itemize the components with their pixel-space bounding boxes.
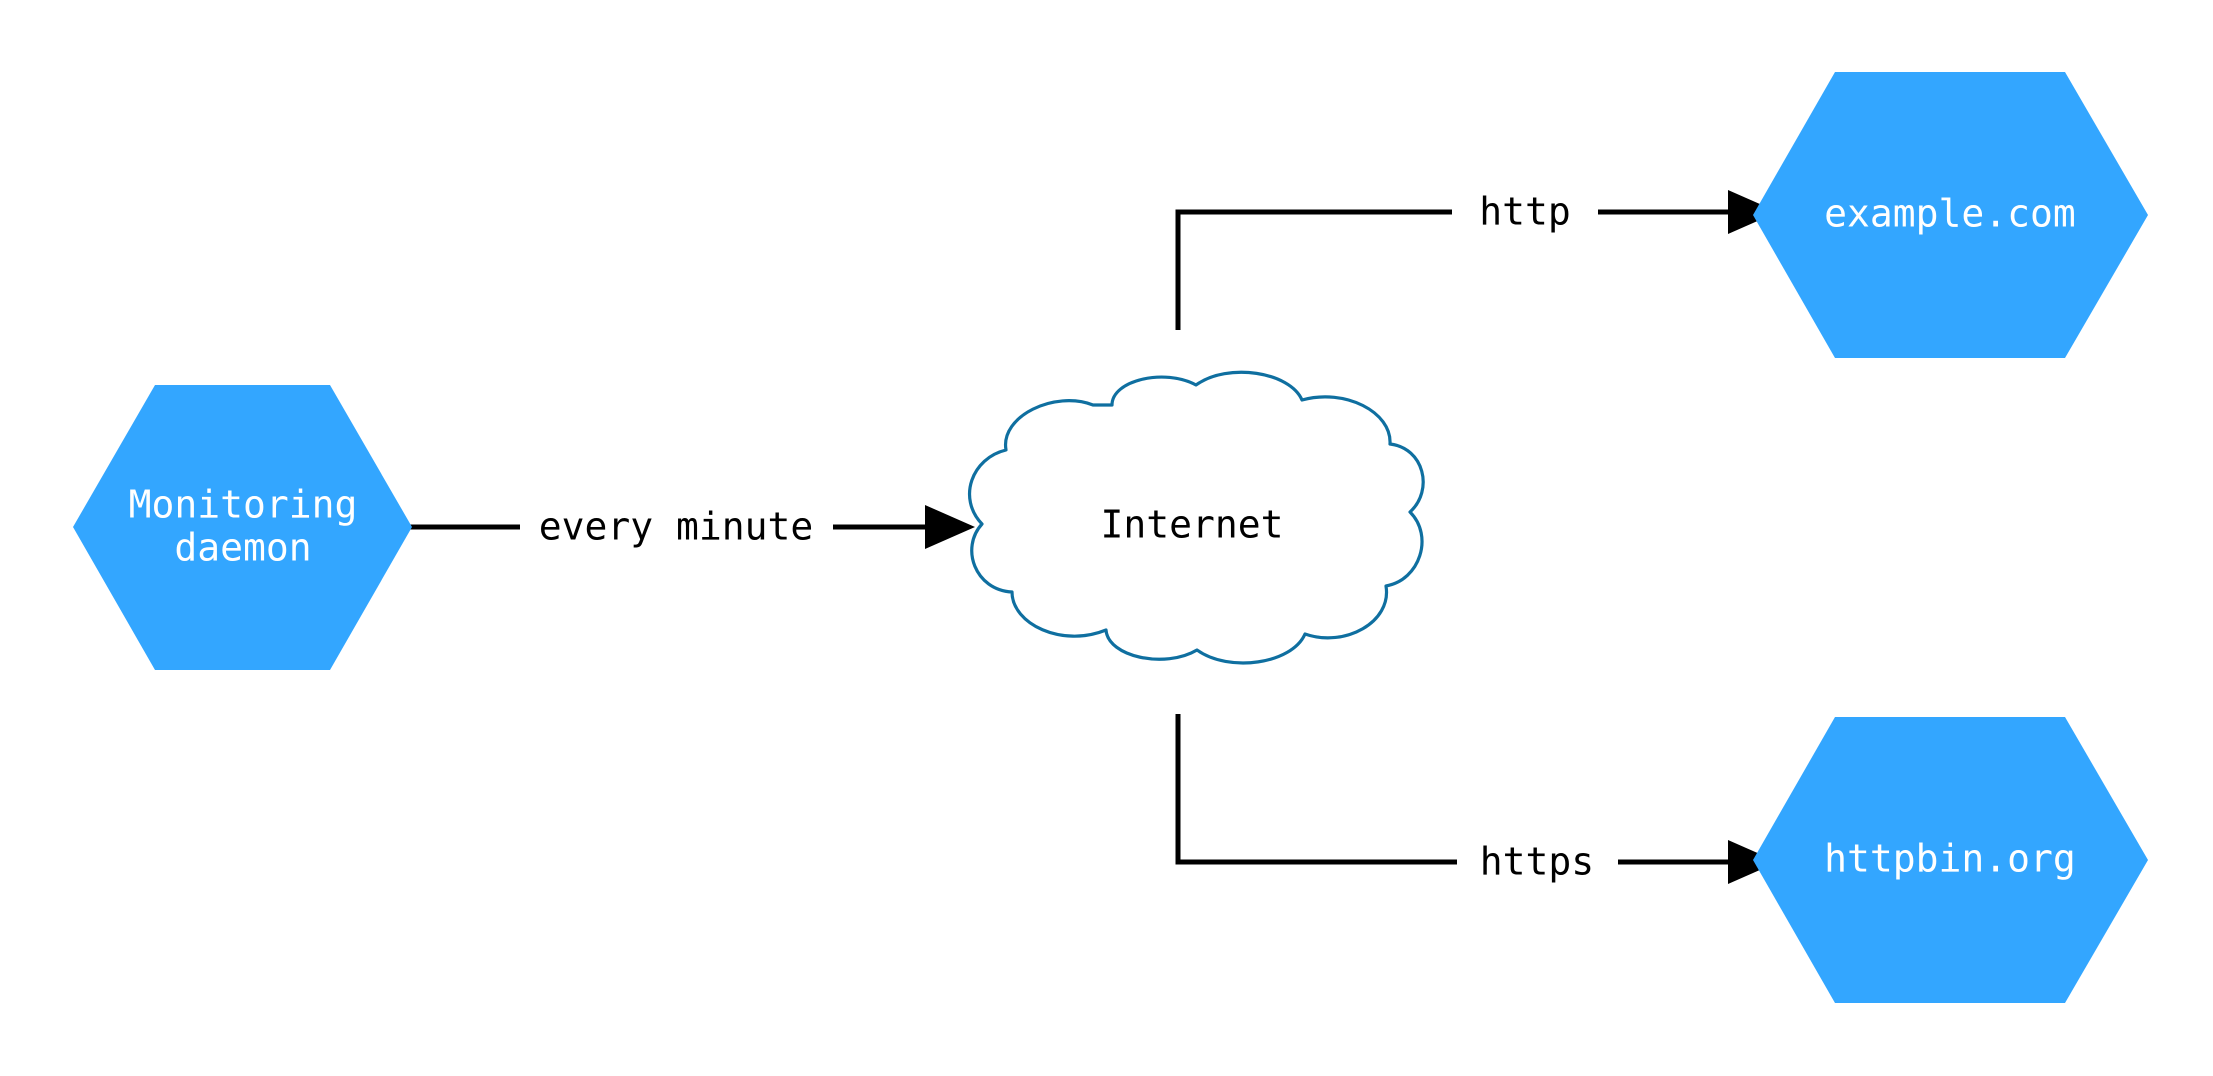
node-internet-label: Internet — [1100, 503, 1283, 547]
edge-label-http: http — [1479, 190, 1571, 234]
node-monitoring-daemon-label-line1: Monitoring — [129, 483, 358, 527]
node-internet-cloud-shape — [967, 370, 1425, 665]
node-internet[interactable]: Internet — [967, 370, 1425, 665]
node-example-com-label: example.com — [1824, 192, 2076, 236]
node-httpbin-org-label: httpbin.org — [1824, 837, 2076, 881]
edge-internet-to-httpbin-arrowhead — [1728, 840, 1778, 884]
node-httpbin-org-hexagon — [1753, 717, 2148, 1003]
edge-internet-to-example[interactable]: http — [1175, 190, 1778, 331]
node-example-com[interactable]: example.com — [1753, 72, 2148, 358]
edge-internet-to-httpbin[interactable]: https — [1175, 714, 1778, 884]
node-example-com-hexagon — [1753, 72, 2148, 358]
edge-internet-to-httpbin-elbow — [1175, 714, 1457, 865]
edge-daemon-to-internet[interactable]: every minute — [410, 505, 975, 550]
node-monitoring-daemon-hexagon — [73, 385, 412, 670]
edge-daemon-to-internet-arrowhead — [925, 505, 975, 549]
node-monitoring-daemon-label-line2: daemon — [174, 526, 311, 570]
edge-label-every-minute: every minute — [539, 505, 814, 549]
edge-internet-to-example-arrowhead — [1728, 190, 1778, 234]
edge-internet-to-example-elbow — [1175, 209, 1452, 330]
edge-label-https: https — [1480, 840, 1594, 884]
node-monitoring-daemon[interactable]: Monitoring daemon — [73, 385, 412, 670]
node-httpbin-org[interactable]: httpbin.org — [1753, 717, 2148, 1003]
